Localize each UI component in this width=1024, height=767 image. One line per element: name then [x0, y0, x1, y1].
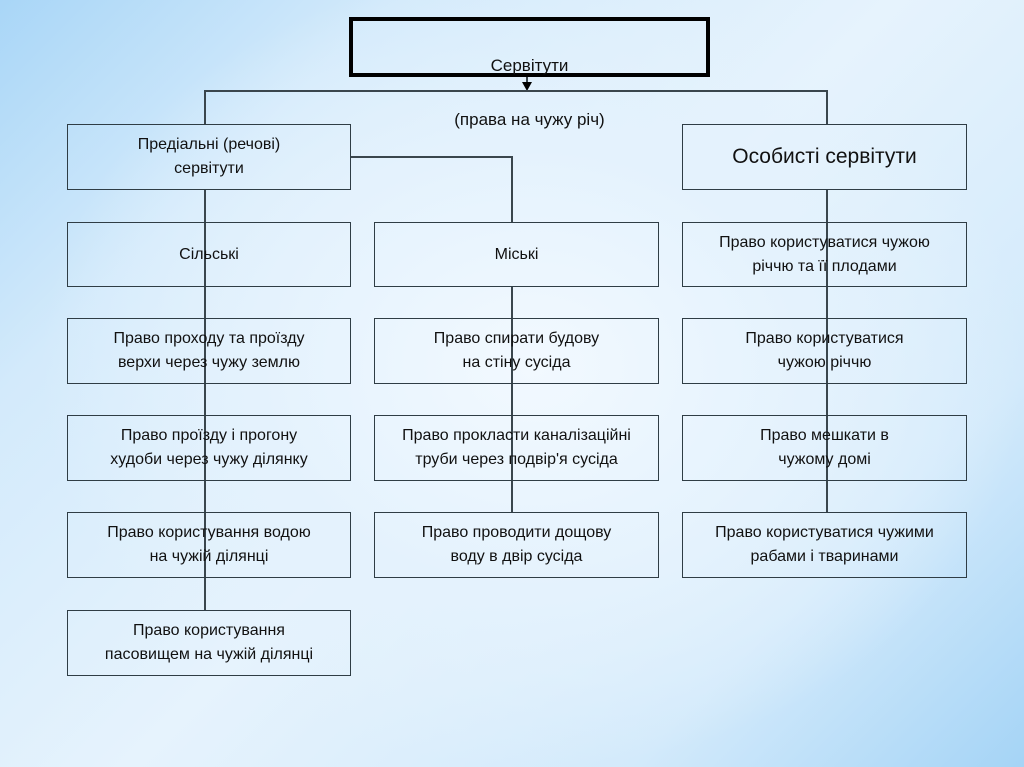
node-rural-item: Право користування пасовищем на чужій ді…	[67, 610, 351, 676]
node-predial-servitudes: Предіальні (речові) сервітути	[67, 124, 351, 190]
node-personal-item: Право мешкати в чужому домі	[682, 415, 967, 481]
node-personal-item: Право користуватися чужими рабами і твар…	[682, 512, 967, 578]
node-rural-item: Право проїзду і прогону худоби через чуж…	[67, 415, 351, 481]
connector-to-personal	[826, 90, 828, 124]
root-node: Сервітути (права на чужу річ)	[349, 17, 710, 129]
connector-root-horizontal	[204, 90, 828, 92]
connector-left-column	[204, 190, 206, 610]
connector-right-column	[826, 190, 828, 512]
root-title: Сервітути	[490, 56, 569, 75]
connector-middle-column	[511, 287, 513, 512]
node-urban: Міські	[374, 222, 659, 287]
node-urban-item: Право прокласти каналізаційні труби чере…	[374, 415, 659, 481]
connector-predial-to-urban-h	[350, 156, 513, 158]
node-rural: Сільські	[67, 222, 351, 287]
arrow-down-icon	[522, 82, 532, 91]
connector-to-predial	[204, 90, 206, 124]
node-rural-item: Право проходу та проїзду верхи через чуж…	[67, 318, 351, 384]
connector-predial-to-urban-v	[511, 156, 513, 222]
connector-root-arrow	[526, 76, 528, 84]
node-personal-item: Право користуватися чужою річчю	[682, 318, 967, 384]
node-urban-item: Право проводити дощову воду в двір сусід…	[374, 512, 659, 578]
node-personal-servitudes: Особисті сервітути	[682, 124, 967, 190]
node-urban-item: Право спирати будову на стіну сусіда	[374, 318, 659, 384]
node-rural-item: Право користування водою на чужій ділянц…	[67, 512, 351, 578]
node-personal-item: Право користуватися чужою річчю та її пл…	[682, 222, 967, 287]
root-subtitle: (права на чужу річ)	[454, 110, 605, 129]
